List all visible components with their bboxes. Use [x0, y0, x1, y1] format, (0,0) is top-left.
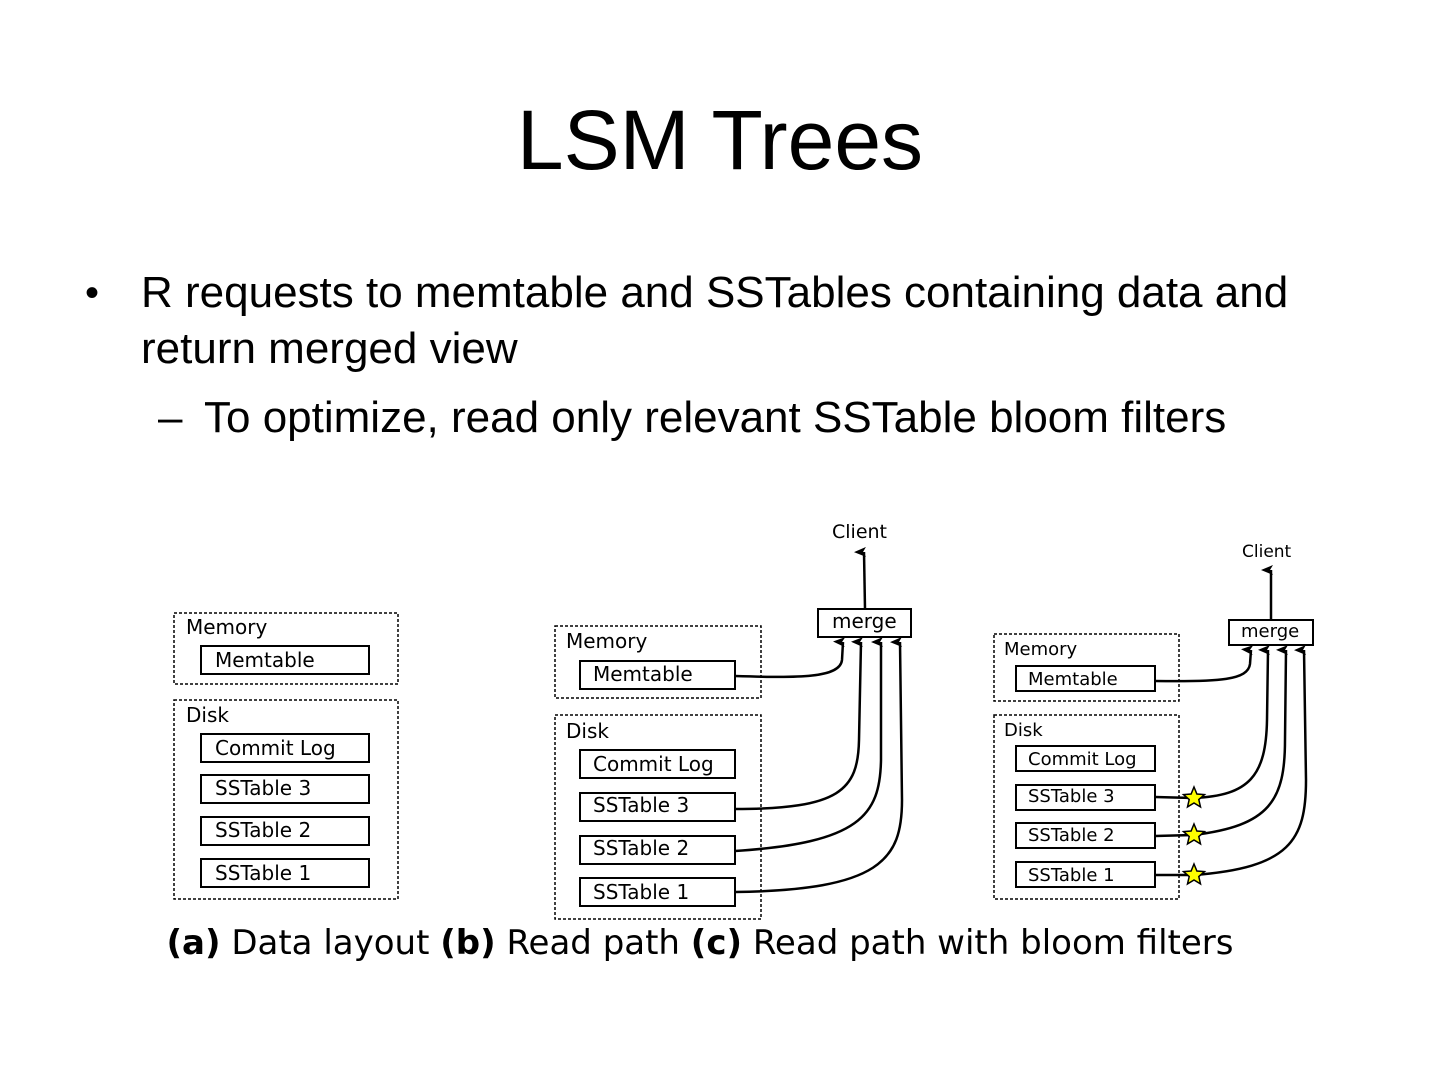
commit-log-label: Commit Log	[593, 752, 714, 776]
sstable-label: SSTable 3	[593, 793, 689, 817]
sstable-label: SSTable 3	[215, 776, 311, 800]
sstable-box	[200, 816, 370, 846]
dash-icon: –	[158, 393, 183, 442]
disk-label: Disk	[566, 719, 609, 743]
bloom-filter-markers	[1181, 785, 1207, 886]
disk-region	[554, 714, 762, 920]
sstable3-read-arrow	[734, 637, 864, 811]
memtable-box	[579, 660, 736, 690]
commit-log-box	[200, 733, 370, 763]
memtable-label: Memtable	[215, 648, 315, 672]
commit-log-label: Commit Log	[215, 736, 336, 760]
memtable-label: Memtable	[1028, 669, 1118, 690]
sstable-label: SSTable 1	[593, 880, 689, 904]
star-icon	[1181, 785, 1207, 809]
sstable1-read-arrow	[1155, 644, 1308, 877]
commit-log-box	[579, 749, 736, 779]
caption-tag-a: (a)	[166, 923, 221, 963]
star-icon	[1181, 822, 1207, 846]
caption-tag-b: (b)	[440, 923, 496, 963]
sstable-label: SSTable 3	[1028, 786, 1115, 807]
memtable-read-arrow	[1154, 645, 1254, 683]
sstable-box	[579, 792, 736, 822]
merge-label: merge	[832, 609, 897, 633]
merge-to-client-arrow	[854, 546, 867, 610]
memory-region	[554, 625, 762, 699]
client-label: Client	[832, 521, 887, 543]
bullet-text: R requests to memtable and SSTables cont…	[141, 268, 1289, 373]
memory-label: Memory	[566, 629, 648, 653]
sstable-box	[579, 877, 736, 907]
sstable-label: SSTable 1	[215, 861, 311, 885]
client-label: Client	[1242, 542, 1292, 562]
memory-label: Memory	[1004, 639, 1078, 660]
commit-log-label: Commit Log	[1028, 749, 1137, 770]
disk-region	[993, 714, 1180, 900]
memory-region	[993, 633, 1180, 702]
memtable-read-arrow	[734, 637, 846, 679]
sstable-box	[1015, 784, 1156, 811]
caption-text-c: Read path with bloom filters	[742, 923, 1234, 963]
caption-text-a: Data layout	[220, 923, 441, 963]
merge-box	[1228, 619, 1314, 646]
memory-label: Memory	[186, 615, 268, 639]
sstable-label: SSTable 2	[593, 836, 689, 860]
slide-title: LSM Trees	[516, 93, 924, 187]
sstable-box	[579, 835, 736, 865]
sstable-box	[200, 858, 370, 888]
sstable1-read-arrow	[734, 636, 904, 894]
sstable-label: SSTable 1	[1028, 865, 1115, 886]
star-icon	[1181, 862, 1207, 886]
disk-label: Disk	[186, 703, 229, 727]
disk-label: Disk	[1004, 720, 1043, 741]
merge-label: merge	[1241, 621, 1299, 642]
sstable3-read-arrow	[1154, 645, 1271, 800]
memtable-label: Memtable	[593, 662, 693, 686]
memtable-box	[1015, 665, 1156, 692]
panel-c-bloom-filters: Memory Memtable Disk Commit Log SSTable …	[993, 542, 1314, 900]
caption-text-b: Read path	[495, 923, 691, 963]
sstable-box	[200, 774, 370, 804]
commit-log-box	[1015, 745, 1156, 772]
sstable2-read-arrow	[1154, 645, 1289, 838]
caption-tag-c: (c)	[690, 923, 743, 963]
memtable-box	[200, 645, 370, 675]
disk-region	[173, 699, 399, 900]
panel-a-data-layout: Memory Memtable Disk Commit Log SSTable …	[173, 612, 399, 900]
sstable-label: SSTable 2	[215, 818, 311, 842]
sub-bullet-text: To optimize, read only relevant SSTable …	[204, 393, 1227, 442]
bullet-icon: •	[85, 271, 100, 315]
panel-b-read-path: Memory Memtable Disk Commit Log SSTable …	[554, 521, 912, 920]
memory-region	[173, 612, 399, 685]
figure-caption: (a) Data layout (b) Read path (c) Read p…	[0, 922, 1400, 964]
sstable2-read-arrow	[734, 637, 883, 853]
sstable-label: SSTable 2	[1028, 825, 1115, 846]
sstable-box	[1015, 861, 1156, 888]
